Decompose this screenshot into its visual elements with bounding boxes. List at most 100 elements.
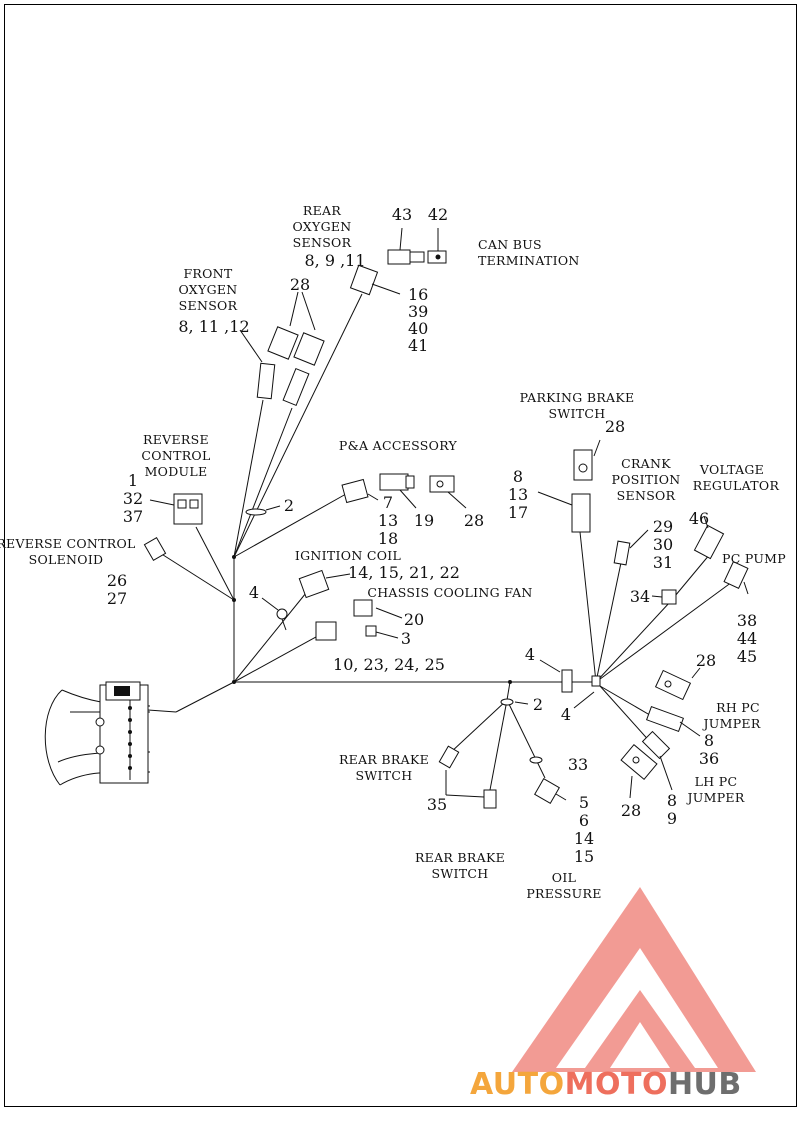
svg-text:SWITCH: SWITCH (549, 406, 606, 421)
callout-28-front: 28 (290, 275, 310, 294)
callout-4-mid: 4 (525, 645, 535, 664)
svg-text:SENSOR: SENSOR (617, 488, 676, 503)
svg-text:16: 16 (408, 285, 428, 304)
callout-rh-parts: 8 36 (699, 731, 719, 768)
label-rear-brake-switch-upper: REAR BRAKE SWITCH (339, 752, 429, 783)
callout-34: 34 (630, 587, 650, 606)
label-ignition-coil: IGNITION COIL (295, 548, 401, 563)
crank-position-connector (613, 529, 649, 566)
svg-text:5: 5 (579, 793, 589, 812)
pa-accessory-connector (341, 473, 467, 509)
svg-text:CAN BUS: CAN BUS (478, 237, 542, 252)
label-pa-accessory: P&A ACCESSORY (339, 438, 458, 453)
front-oxygen-clips-28 (267, 291, 325, 366)
callout-crank-parts: 29 30 31 (653, 517, 673, 572)
callout-4-low: 4 (561, 705, 571, 724)
label-lh-pc-jumper: LH PC JUMPER (685, 774, 744, 805)
svg-text:13: 13 (508, 485, 528, 504)
svg-text:30: 30 (653, 535, 673, 554)
oil-pressure-sensor (529, 756, 567, 804)
wire-tie-2-lower (500, 698, 529, 706)
ground-eyelet-4-right (539, 659, 601, 709)
lh-pc-jumper-connector (620, 730, 673, 799)
svg-text:REAR BRAKE: REAR BRAKE (339, 752, 429, 767)
pc-pump-connector-34 (651, 589, 677, 605)
svg-text:44: 44 (737, 629, 757, 648)
callout-ign-parts: 14, 15, 21, 22 (348, 563, 460, 582)
front-oxygen-connectors (239, 329, 310, 407)
svg-text:SWITCH: SWITCH (356, 768, 413, 783)
svg-text:26: 26 (107, 571, 127, 590)
watermark-wordmark: AUTOMOTOHUB (470, 1067, 742, 1102)
svg-text:REAR BRAKE: REAR BRAKE (415, 850, 505, 865)
callout-28-rh: 28 (696, 651, 716, 670)
svg-text:REVERSE CONTROL: REVERSE CONTROL (0, 536, 136, 551)
callout-28-pa: 28 (464, 511, 484, 530)
svg-text:6: 6 (579, 811, 589, 830)
label-voltage-regulator: VOLTAGE REGULATOR (693, 462, 779, 493)
rh-pc-jumper-connector (645, 667, 701, 737)
callout-2-upper: 2 (284, 496, 294, 515)
voltage-regulator-connector (693, 515, 725, 560)
pc-pump-connector (723, 560, 749, 595)
callout-3: 3 (401, 629, 411, 648)
parking-brake-switch (537, 439, 601, 533)
label-front-oxygen-sensor: FRONT OXYGEN SENSOR (178, 266, 237, 313)
svg-text:CONTROL: CONTROL (141, 448, 210, 463)
watermark-logo-mark (512, 887, 756, 1072)
label-pc-pump: PC PUMP (722, 551, 786, 566)
callout-rcm-parts: 1 32 37 (123, 471, 143, 526)
svg-text:45: 45 (737, 647, 757, 666)
svg-text:27: 27 (107, 589, 127, 608)
svg-text:REVERSE: REVERSE (143, 432, 209, 447)
svg-text:15: 15 (574, 847, 594, 866)
callout-front-o2-parts: 8, 11 ,12 (178, 317, 249, 336)
svg-text:14: 14 (574, 829, 594, 848)
callout-43: 43 (392, 205, 412, 224)
svg-text:RH PC: RH PC (716, 700, 760, 715)
callout-pump-parts: 38 44 45 (737, 611, 757, 666)
callout-33: 33 (568, 755, 588, 774)
svg-text:JUMPER: JUMPER (685, 790, 744, 805)
svg-text:AUTOMOTOHUB: AUTOMOTOHUB (470, 1067, 742, 1102)
svg-text:JUMPER: JUMPER (701, 716, 760, 731)
svg-text:SOLENOID: SOLENOID (29, 552, 104, 567)
svg-text:SWITCH: SWITCH (432, 866, 489, 881)
svg-text:40: 40 (408, 319, 428, 338)
svg-text:29: 29 (653, 517, 673, 536)
rear-brake-switch-lower (445, 770, 497, 809)
label-parking-brake-switch: PARKING BRAKE SWITCH (520, 390, 635, 421)
label-chassis-cooling-fan: CHASSIS COOLING FAN (367, 585, 532, 600)
svg-text:13: 13 (378, 511, 398, 530)
label-can-bus-termination: CAN BUS TERMINATION (478, 237, 580, 268)
callout-2-lower: 2 (533, 695, 543, 714)
callout-lh-parts: 8 9 (667, 791, 677, 828)
callout-4-left: 4 (249, 583, 259, 602)
svg-text:TERMINATION: TERMINATION (478, 253, 580, 268)
callout-28-lh: 28 (621, 801, 641, 820)
svg-text:CRANK: CRANK (621, 456, 671, 471)
svg-text:39: 39 (408, 302, 428, 321)
svg-text:LH PC: LH PC (695, 774, 738, 789)
label-oil-pressure: OIL PRESSURE (526, 870, 601, 901)
callout-rear-o2-side: 16 39 40 41 (408, 285, 428, 355)
svg-text:FRONT: FRONT (183, 266, 232, 281)
chassis-fan-connector (315, 599, 403, 641)
callout-pa-parts: 7 13 18 (378, 493, 398, 548)
main-harness (159, 293, 733, 791)
svg-text:VOLTAGE: VOLTAGE (699, 462, 764, 477)
callout-park-parts: 8 13 17 (508, 467, 528, 522)
svg-text:41: 41 (408, 336, 428, 355)
svg-text:9: 9 (667, 809, 677, 828)
svg-text:8: 8 (513, 467, 523, 486)
label-rh-pc-jumper: RH PC JUMPER (701, 700, 760, 731)
svg-text:POSITION: POSITION (611, 472, 680, 487)
callout-solenoid-parts: 26 27 (107, 571, 127, 608)
svg-text:17: 17 (508, 503, 528, 522)
svg-text:OXYGEN: OXYGEN (292, 219, 351, 234)
frame-rail (44, 681, 177, 786)
label-rear-brake-switch-lower: REAR BRAKE SWITCH (415, 850, 505, 881)
label-crank-position-sensor: CRANK POSITION SENSOR (611, 456, 680, 503)
callout-42: 42 (428, 205, 448, 224)
